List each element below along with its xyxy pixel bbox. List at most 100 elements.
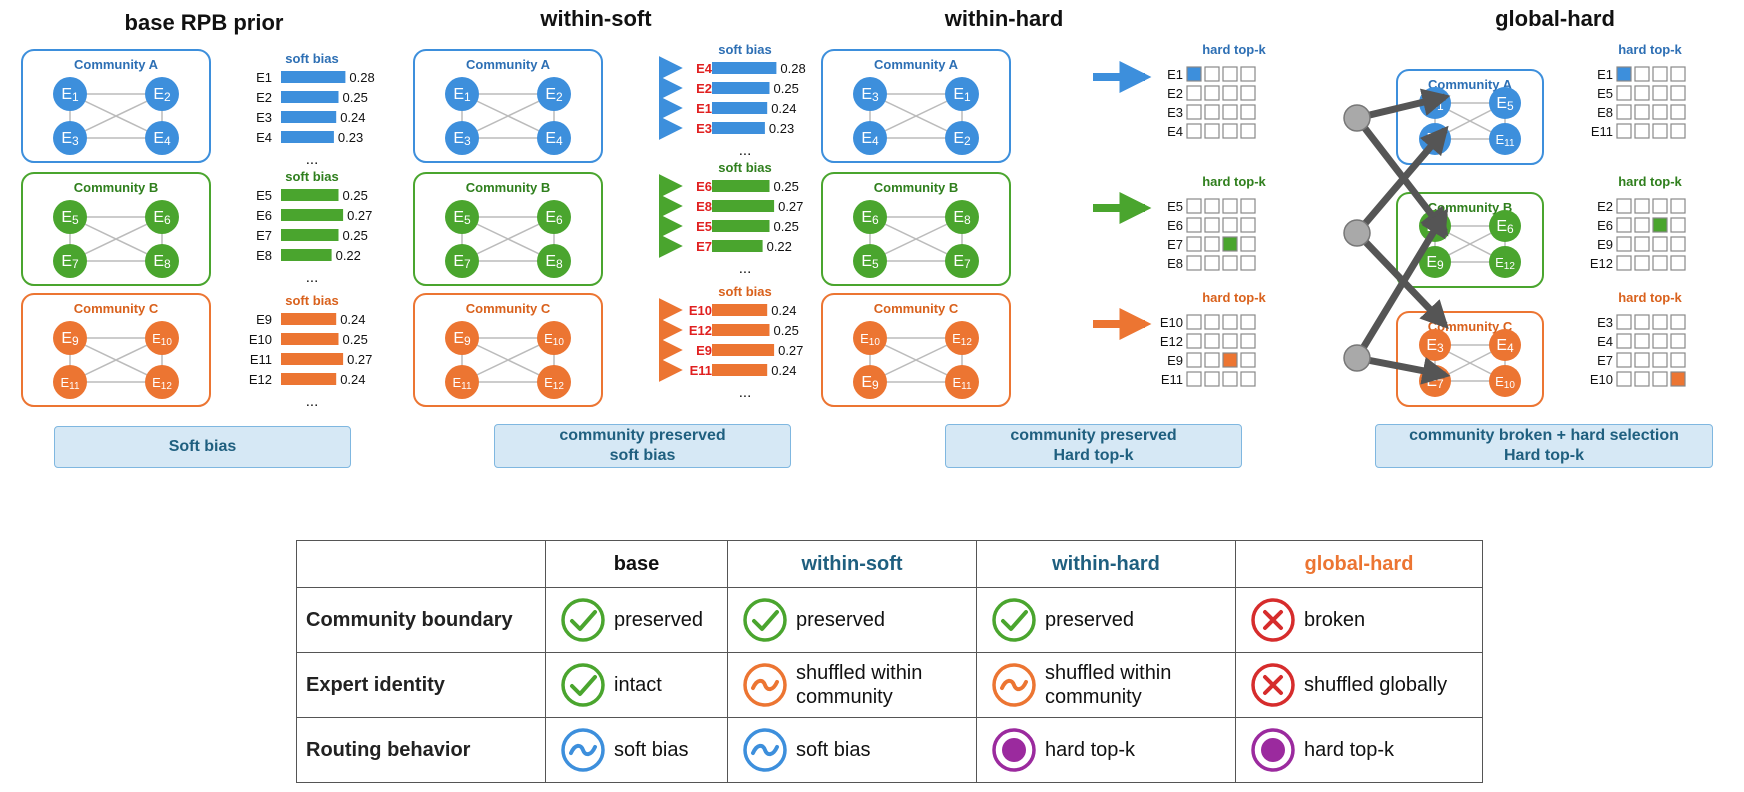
table-cell: hard top-k [1235,717,1483,783]
bias-header: soft bias [285,169,338,184]
bias-bar [712,62,777,74]
expert-label: E4 [696,61,713,76]
cell-text: hard top-k [1304,738,1394,762]
expert-node-e7-label: E7 [61,253,79,271]
bias-bar [712,220,770,232]
cell-text: shuffled globally [1304,673,1447,697]
bias-ellipsis: ... [306,269,319,286]
expert-node-e6 [1489,210,1521,242]
community-title: Community C [874,301,959,316]
expert-node-e4 [145,121,179,155]
bias-value: 0.23 [769,121,794,136]
topk-slot [1240,352,1256,368]
community-title: Community A [874,57,959,72]
expert-node-e10 [145,321,179,355]
expert-label: E6 [1597,218,1613,233]
community-box [413,293,603,407]
expert-node-e6-label: E6 [153,209,171,227]
topk-slot [1634,66,1650,82]
topk-slot [1204,217,1220,233]
topk-slot [1670,352,1686,368]
expert-node-e4-label: E4 [545,130,563,148]
expert-node-e1-label: E1 [453,86,471,104]
expert-node-e10-label: E10 [152,331,172,348]
bias-bar [281,229,339,241]
expert-node-e10-label: E10 [544,331,564,348]
topk-slot [1240,85,1256,101]
expert-label: E1 [1597,67,1613,82]
cell-text: hard top-k [1045,738,1135,762]
bias-value: 0.25 [774,323,799,338]
cell-content: hard top-k [977,727,1235,773]
caption-line: Soft bias [168,438,237,455]
topk-slot [1240,236,1256,252]
bias-bar [281,131,334,143]
expert-node-e3-label: E3 [1426,337,1444,355]
expert-label: E12 [1160,334,1183,349]
topk-slot [1186,236,1202,252]
table-cell: soft bias [545,717,728,783]
tilde-icon [743,728,787,772]
bias-bar [712,364,768,376]
topk-slot [1652,371,1668,387]
router-node [1343,104,1371,132]
community-title: Community A [466,57,551,72]
table-cell: intact [545,652,728,718]
expert-node-e9 [445,321,479,355]
expert-node-e12-label: E12 [952,331,972,348]
bias-value: 0.25 [343,90,368,105]
expert-label: E8 [1597,105,1613,120]
expert-node-e3-label: E3 [453,130,471,148]
expert-node-e10 [853,321,887,355]
bias-bar [712,344,775,356]
cell-text: soft bias [614,738,688,762]
bias-value: 0.24 [771,303,796,318]
expert-node-e11 [53,365,87,399]
expert-label: E7 [1597,353,1613,368]
cell-text: soft bias [796,738,870,762]
bias-bar [712,304,768,316]
expert-label: E6 [696,179,712,194]
bias-bar [281,71,346,83]
expert-node-e12 [1489,246,1521,278]
topk-slot [1222,371,1238,387]
topk-slot [1186,123,1202,139]
cell-content: soft bias [546,727,727,773]
topk-header: hard top-k [1618,290,1682,305]
community-title: Community B [74,180,159,195]
cell-content: intact [546,662,727,708]
bias-value: 0.22 [767,239,792,254]
cell-content: preserved [728,597,976,643]
expert-node-e3 [445,121,479,155]
bias-bar [712,122,765,134]
topk-slot [1204,255,1220,271]
topk-slot [1222,66,1238,82]
router-arrow [1354,125,1449,236]
bias-header: soft bias [718,160,771,175]
expert-node-e11-label: E11 [952,375,971,392]
expert-node-e4-label: E4 [153,130,171,148]
cell-text: preserved [614,608,703,632]
community-title: Community C [466,301,551,316]
expert-node-e6-label: E6 [861,209,879,227]
topk-slot [1652,198,1668,214]
bias-value: 0.27 [778,343,803,358]
bias-bar [281,313,337,325]
cell-text: preserved [796,608,885,632]
bias-bar [281,91,339,103]
expert-label: E10 [249,332,272,347]
expert-label: E8 [256,248,272,263]
bias-header: soft bias [718,284,771,299]
expert-node-e5 [1489,87,1521,119]
bias-value: 0.27 [778,199,803,214]
bias-bar [712,200,775,212]
expert-node-e5-label: E5 [861,253,879,271]
topk-slot [1670,333,1686,349]
